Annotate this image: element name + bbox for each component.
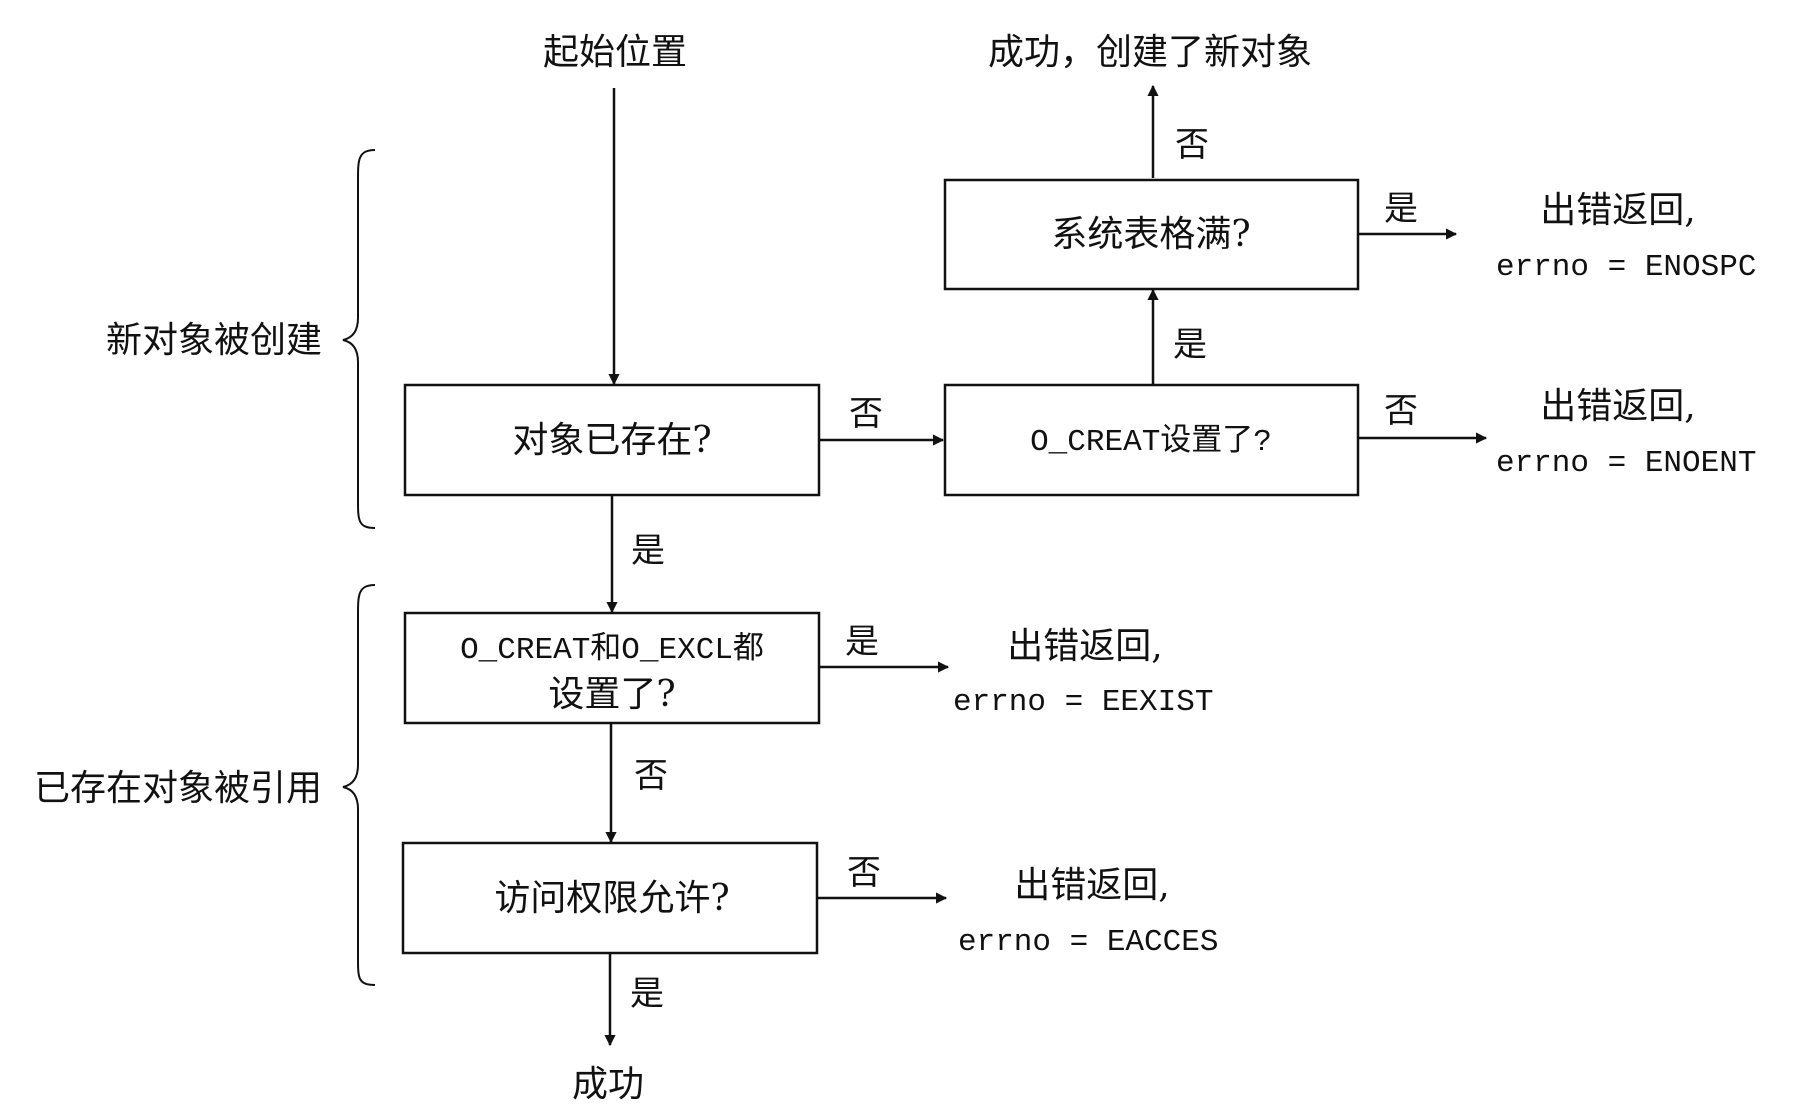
error-enospc-title: 出错返回, bbox=[1540, 190, 1695, 231]
edge-label-excl-no: 否 bbox=[634, 756, 668, 796]
edge-label-excl-yes: 是 bbox=[845, 622, 879, 662]
brace-new-object bbox=[342, 149, 376, 529]
edge-label-ocreat-yes: 是 bbox=[1173, 325, 1207, 365]
edge-label-access-yes: 是 bbox=[630, 974, 664, 1014]
node-table-full-label: 系统表格满? bbox=[1051, 214, 1250, 255]
error-eexist-title: 出错返回, bbox=[1007, 626, 1162, 667]
node-exists-box bbox=[403, 383, 821, 497]
edge-label-access-no: 否 bbox=[847, 853, 881, 893]
error-eacces-code: errno = EACCES bbox=[958, 925, 1218, 960]
node-exists-label: 对象已存在? bbox=[512, 420, 711, 461]
start-label: 起始位置 bbox=[543, 32, 687, 73]
created-label: 成功，创建了新对象 bbox=[988, 32, 1312, 73]
group-label-new-object: 新对象被创建 bbox=[106, 320, 322, 361]
node-ocreat-box bbox=[943, 383, 1360, 497]
success-label: 成功 bbox=[572, 1064, 644, 1105]
node-ocreat-label: O_CREAT设置了? bbox=[1030, 424, 1272, 460]
node-table-full-box bbox=[943, 178, 1360, 291]
node-excl-box bbox=[403, 611, 821, 725]
edge-label-table-full-yes: 是 bbox=[1384, 189, 1418, 229]
node-excl-label-line1: O_CREAT和O_EXCL都 bbox=[460, 632, 764, 668]
error-enospc-code: errno = ENOSPC bbox=[1496, 250, 1756, 285]
error-enoent-code: errno = ENOENT bbox=[1496, 446, 1756, 481]
node-access-label: 访问权限允许? bbox=[494, 878, 729, 919]
error-eexist-code: errno = EEXIST bbox=[953, 685, 1213, 720]
edge-label-exists-no: 否 bbox=[849, 394, 883, 434]
node-access-box bbox=[401, 841, 819, 955]
error-eacces-title: 出错返回, bbox=[1014, 865, 1169, 906]
error-enoent-title: 出错返回, bbox=[1540, 386, 1695, 427]
edge-label-table-full-no: 否 bbox=[1175, 125, 1209, 165]
group-label-existing-object: 已存在对象被引用 bbox=[34, 768, 322, 809]
node-excl-label-line2: 设置了? bbox=[548, 674, 675, 715]
brace-existing-object bbox=[342, 584, 376, 986]
edge-label-exists-yes: 是 bbox=[631, 531, 665, 571]
edge-label-ocreat-no: 否 bbox=[1384, 391, 1418, 431]
